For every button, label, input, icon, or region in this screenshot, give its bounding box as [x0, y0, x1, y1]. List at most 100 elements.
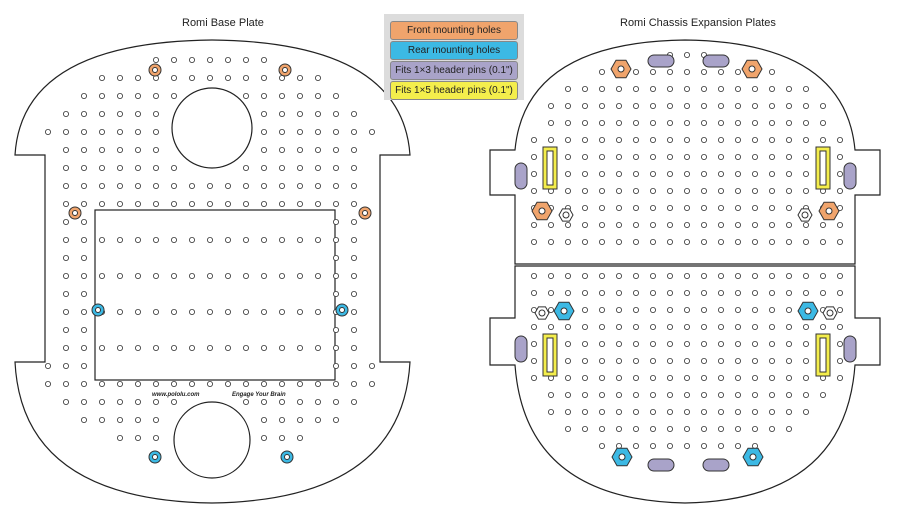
hole [81, 254, 88, 261]
hole [134, 272, 141, 279]
hole [616, 153, 623, 160]
hole [616, 357, 623, 364]
hole [735, 170, 742, 177]
hole [206, 200, 213, 207]
hole [45, 380, 52, 387]
hole [684, 408, 691, 415]
hole [565, 120, 572, 127]
hole [667, 86, 674, 93]
hole [81, 182, 88, 189]
hole [99, 75, 106, 82]
hole [224, 380, 231, 387]
hole [296, 111, 303, 118]
hole [667, 272, 674, 279]
hole [650, 374, 657, 381]
hole [314, 416, 321, 423]
hole [134, 128, 141, 135]
hole [565, 86, 572, 93]
hole [684, 340, 691, 347]
hole [314, 182, 321, 189]
hole [803, 120, 810, 127]
hole [314, 111, 321, 118]
hole [188, 344, 195, 351]
hole [63, 182, 70, 189]
header-1x3-slot [514, 335, 528, 363]
hole [63, 218, 70, 225]
hole [735, 340, 742, 347]
hole [565, 153, 572, 160]
hole [350, 362, 357, 369]
hole [117, 398, 124, 405]
hole [63, 326, 70, 333]
hole [667, 340, 674, 347]
hole [350, 398, 357, 405]
hole [752, 357, 759, 364]
hole [242, 398, 249, 405]
hole [786, 272, 793, 279]
hole [260, 128, 267, 135]
hole [278, 308, 285, 315]
hole [599, 170, 606, 177]
hole [242, 344, 249, 351]
hole [718, 136, 725, 143]
hole [99, 164, 106, 171]
hole [752, 120, 759, 127]
hole [599, 442, 606, 449]
hole [752, 425, 759, 432]
hole [633, 170, 640, 177]
hole [752, 86, 759, 93]
hole [152, 416, 159, 423]
hole [701, 408, 708, 415]
hole [99, 93, 106, 100]
hole [820, 103, 827, 110]
hole [531, 238, 538, 245]
hole [701, 425, 708, 432]
hole [837, 272, 844, 279]
hole [582, 323, 589, 330]
hole [332, 218, 339, 225]
hole [188, 182, 195, 189]
hole [350, 236, 357, 243]
hole [332, 93, 339, 100]
hole [769, 323, 776, 330]
hole [837, 340, 844, 347]
hole [769, 408, 776, 415]
hole [332, 164, 339, 171]
hole [565, 357, 572, 364]
hole [718, 204, 725, 211]
hole [769, 170, 776, 177]
hole [684, 425, 691, 432]
hole [667, 442, 674, 449]
hole [548, 323, 555, 330]
hole [599, 425, 606, 432]
hole [803, 103, 810, 110]
hole [224, 57, 231, 64]
hole [63, 164, 70, 171]
hole [565, 289, 572, 296]
hole [718, 374, 725, 381]
hole [786, 204, 793, 211]
hole [45, 362, 52, 369]
hole [633, 306, 640, 313]
header-1x3-slot [843, 162, 857, 190]
hole [260, 308, 267, 315]
hole [99, 128, 106, 135]
hole [650, 86, 657, 93]
hole [368, 380, 375, 387]
hole [152, 398, 159, 405]
hole [188, 380, 195, 387]
hole [803, 340, 810, 347]
hole [170, 380, 177, 387]
hole [152, 344, 159, 351]
hole [296, 272, 303, 279]
hole [242, 380, 249, 387]
base-plate-outline [14, 39, 411, 504]
hole [170, 75, 177, 82]
hole [616, 120, 623, 127]
hole [599, 357, 606, 364]
hole [565, 170, 572, 177]
hole [837, 238, 844, 245]
hole [582, 340, 589, 347]
hole [134, 164, 141, 171]
